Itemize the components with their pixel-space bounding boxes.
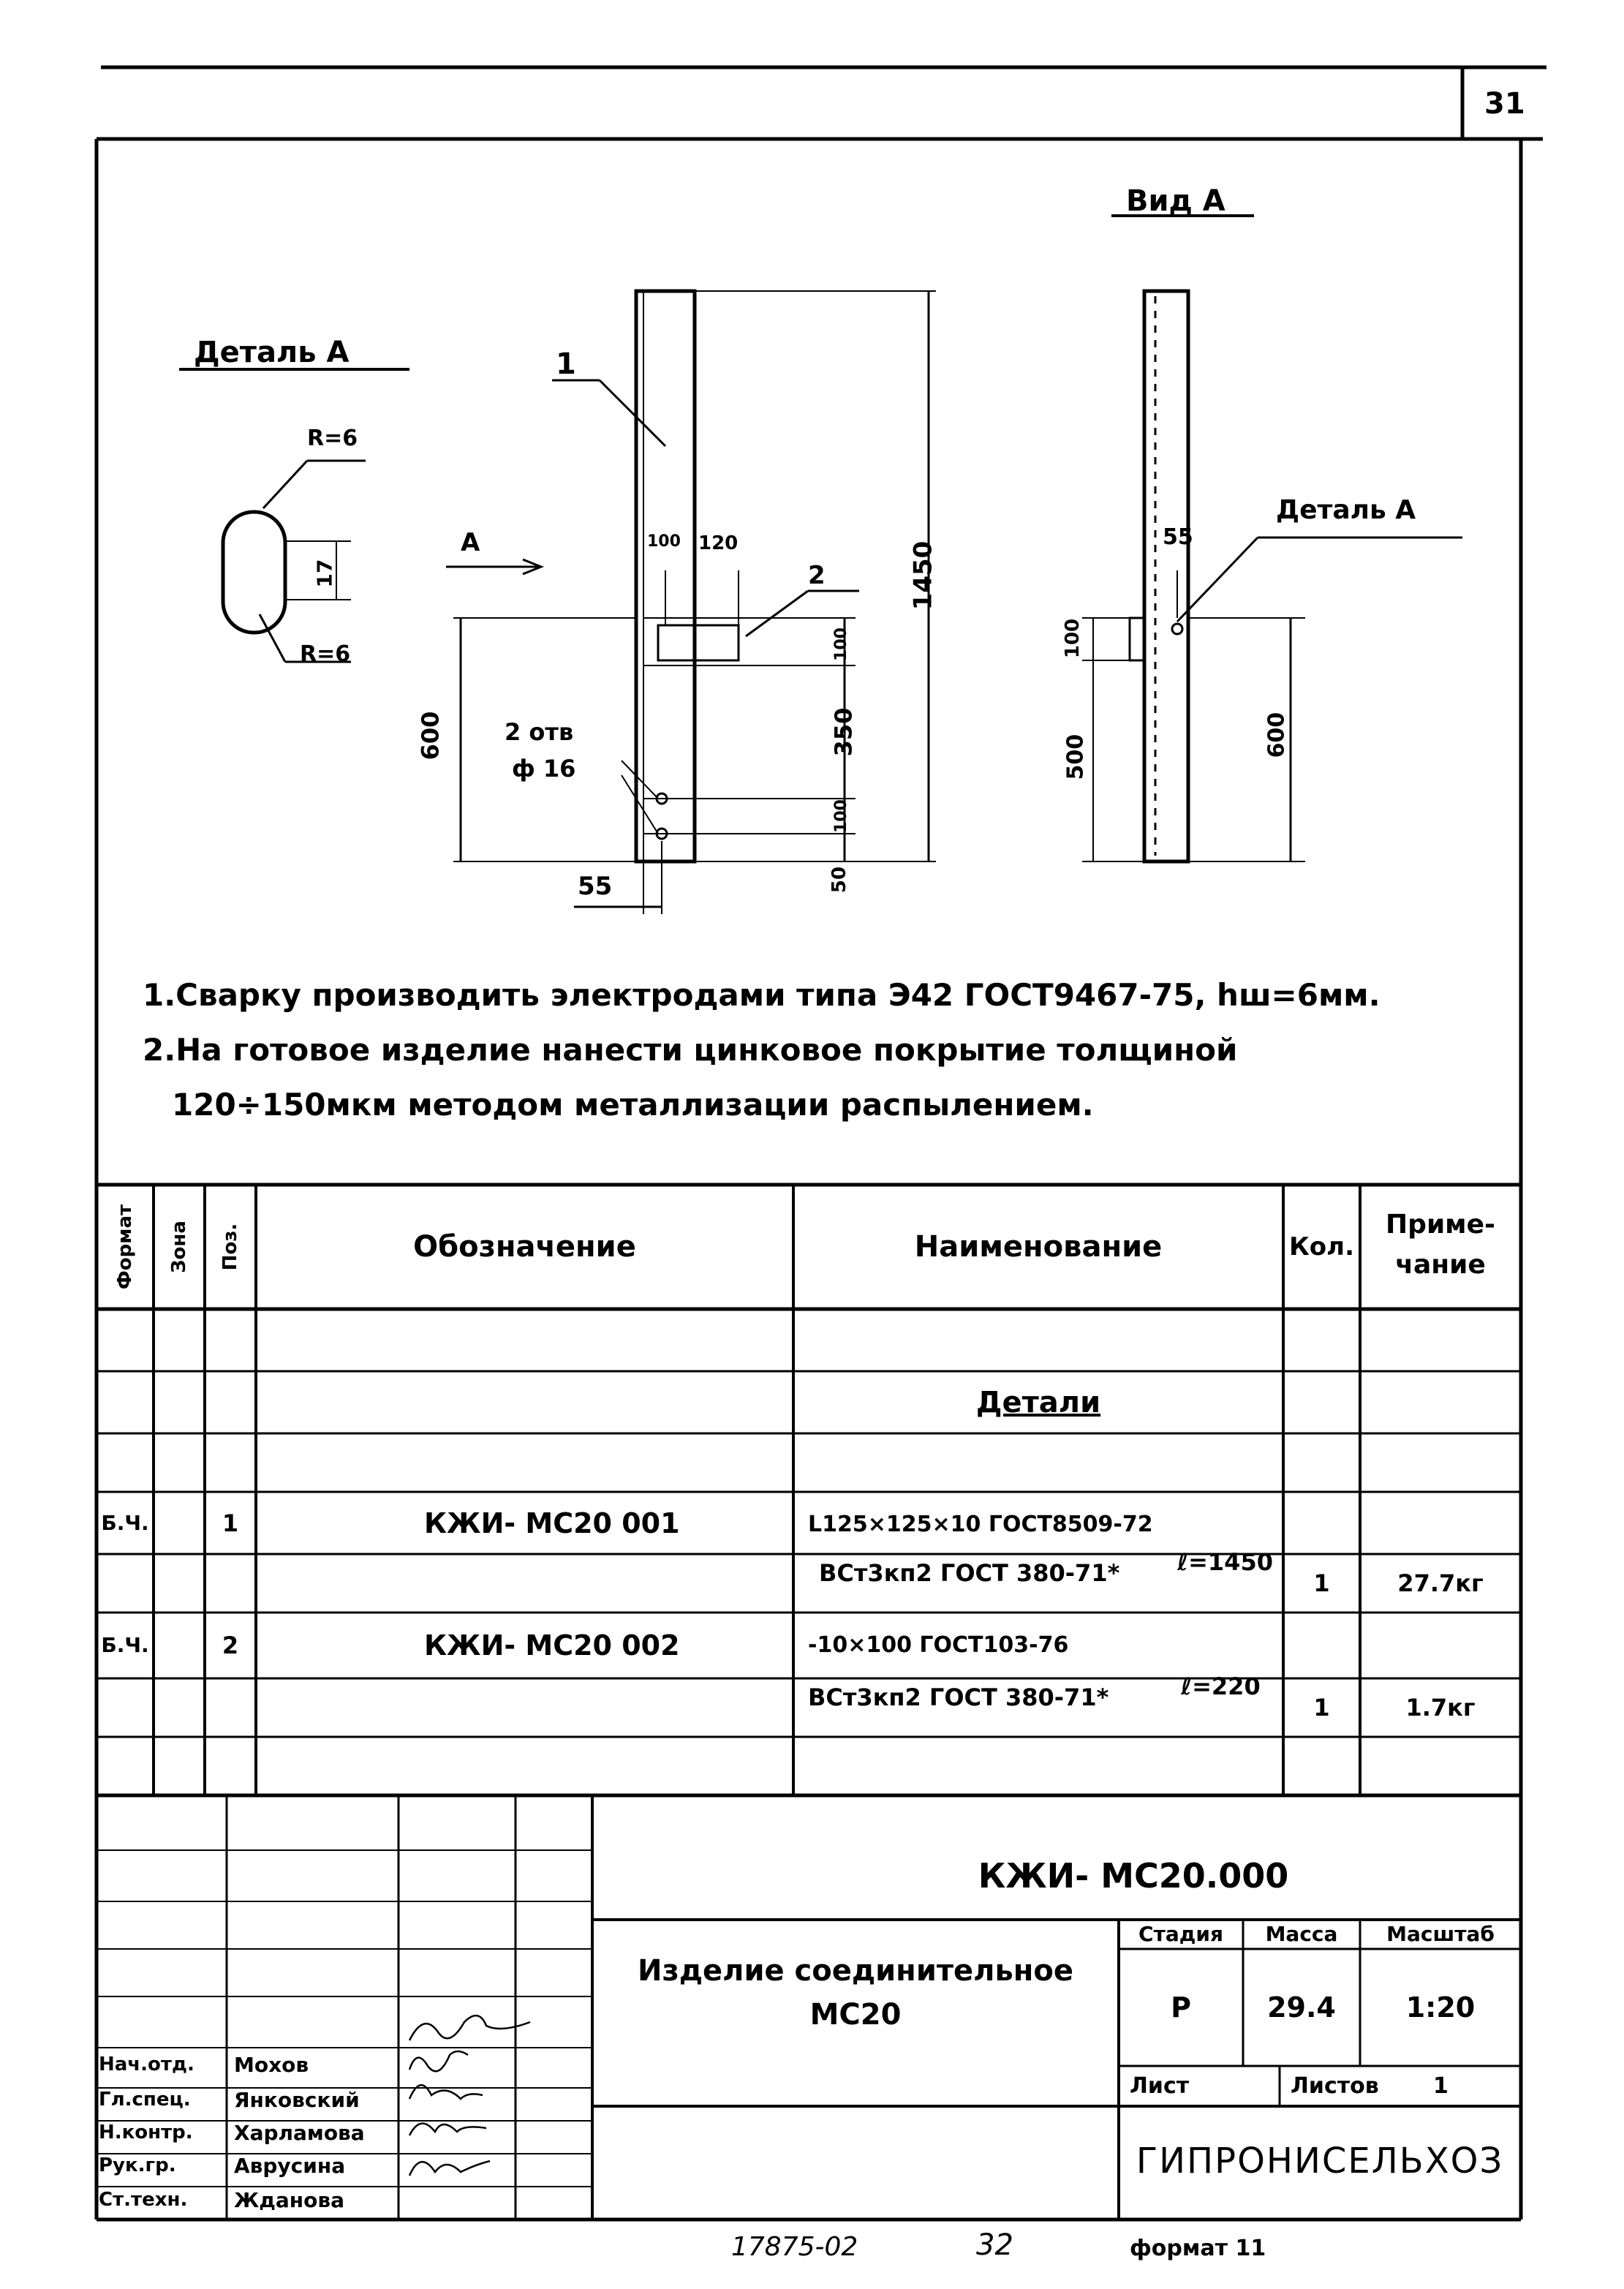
note-3: 120÷150мкм методом металлизации распылен… — [172, 1087, 1094, 1123]
row2-designation: КЖИ- МС20 002 — [424, 1629, 680, 1662]
sheets-label: Листов — [1291, 2073, 1379, 2099]
row1-designation: КЖИ- МС20 001 — [424, 1506, 680, 1539]
header-note-2: чание — [1395, 1250, 1486, 1280]
sheets-value: 1 — [1433, 2073, 1449, 2099]
footer-sheet: 32 — [976, 2228, 1013, 2262]
row2-pos: 2 — [222, 1632, 239, 1659]
detail-a-radius-bottom: R=6 — [300, 641, 351, 667]
sig-name-1: Мохов — [234, 2053, 309, 2077]
sig-role-1: Нач.отд. — [99, 2054, 194, 2075]
page-number: 31 — [1484, 87, 1525, 121]
detail-a-dim: 17 — [312, 559, 337, 588]
view-a-dim-600: 600 — [1264, 712, 1290, 758]
organization: ГИПРОНИСЕЛЬХОЗ — [1136, 2141, 1504, 2181]
sig-role-2: Гл.спец. — [99, 2089, 191, 2111]
dim-1450: 1450 — [908, 540, 938, 611]
header-qty: Кол. — [1289, 1232, 1354, 1262]
sheet-label: Лист — [1130, 2073, 1190, 2099]
view-a-dim-500: 500 — [1062, 734, 1089, 780]
signature-scribbles — [408, 2015, 531, 2176]
holes-label-line1: 2 отв — [505, 718, 574, 746]
header-designation: Обозначение — [413, 1230, 636, 1264]
row2-format: Б.Ч. — [101, 1633, 149, 1657]
row1-note: 27.7кг — [1397, 1569, 1484, 1597]
dim-55-main: 55 — [578, 872, 613, 901]
holes-label-line2: ф 16 — [512, 755, 576, 783]
dim-side-100: 100 — [831, 627, 850, 661]
dim-120-top: 120 — [698, 532, 739, 554]
doc-code: КЖИ- МС20.000 — [978, 1856, 1289, 1896]
row2-name-line2: ВСт3кп2 ГОСТ 380-71* — [808, 1683, 1109, 1711]
dim-600-main: 600 — [416, 711, 445, 761]
row1-pos: 1 — [222, 1509, 239, 1537]
sig-name-5: Жданова — [234, 2188, 344, 2212]
mass-value: 29.4 — [1267, 1991, 1336, 2024]
dim-100-bottom: 100 — [831, 799, 850, 833]
mass-label: Масса — [1265, 1922, 1338, 1946]
stage-value: Р — [1171, 1991, 1191, 2024]
sig-name-3: Харламова — [234, 2121, 365, 2145]
sig-name-4: Аврусина — [234, 2154, 346, 2178]
row2-note: 1.7кг — [1405, 1694, 1476, 1722]
row1-length: ℓ=1450 — [1177, 1548, 1273, 1576]
row1-name-line2: ВСт3кп2 ГОСТ 380-71* — [819, 1559, 1120, 1587]
scale-value: 1:20 — [1405, 1991, 1476, 2024]
sig-role-3: Н.контр. — [99, 2122, 193, 2143]
row1-format: Б.Ч. — [101, 1510, 149, 1535]
sig-role-4: Рук.гр. — [99, 2154, 176, 2176]
sig-name-2: Янковский — [234, 2088, 360, 2112]
view-a-title: Вид А — [1126, 184, 1225, 218]
dim-50: 50 — [828, 866, 851, 894]
pos1-label: 1 — [556, 347, 576, 381]
footer-format: формат 11 — [1130, 2236, 1266, 2261]
pos2-label: 2 — [808, 561, 826, 590]
view-a-dim-100: 100 — [1062, 618, 1084, 659]
header-note-1: Приме- — [1386, 1210, 1495, 1240]
detail-a-radius-top: R=6 — [307, 426, 358, 451]
note-2: 2.На готовое изделие нанести цинковое по… — [143, 1032, 1238, 1068]
row1-qty: 1 — [1313, 1569, 1330, 1597]
view-a-detail-label: Деталь А — [1276, 495, 1416, 525]
arrow-a-label: А — [461, 528, 480, 557]
dim-350: 350 — [829, 707, 858, 757]
row1-name-line1: L125×125×10 ГОСТ8509-72 — [808, 1512, 1153, 1537]
sig-role-5: Ст.техн. — [99, 2189, 188, 2211]
row2-length: ℓ=220 — [1181, 1673, 1261, 1700]
row2-name-line1: -10×100 ГОСТ103-76 — [808, 1632, 1069, 1658]
product-name-line2: МС20 — [809, 1998, 902, 2032]
header-name: Наименование — [914, 1230, 1163, 1264]
footer-handwritten: 17875-02 — [731, 2232, 858, 2262]
row2-qty: 1 — [1313, 1694, 1330, 1722]
detail-a-title: Деталь А — [194, 336, 350, 369]
stage-label: Стадия — [1138, 1922, 1223, 1946]
view-a-dim-55: 55 — [1163, 524, 1193, 550]
scale-label: Масштаб — [1386, 1922, 1495, 1946]
dim-100-top: 100 — [647, 532, 681, 551]
product-name-line1: Изделие соединительное — [638, 1954, 1073, 1988]
section-details: Детали — [975, 1385, 1101, 1419]
note-1: 1.Сварку производить электродами типа Э4… — [143, 977, 1381, 1013]
